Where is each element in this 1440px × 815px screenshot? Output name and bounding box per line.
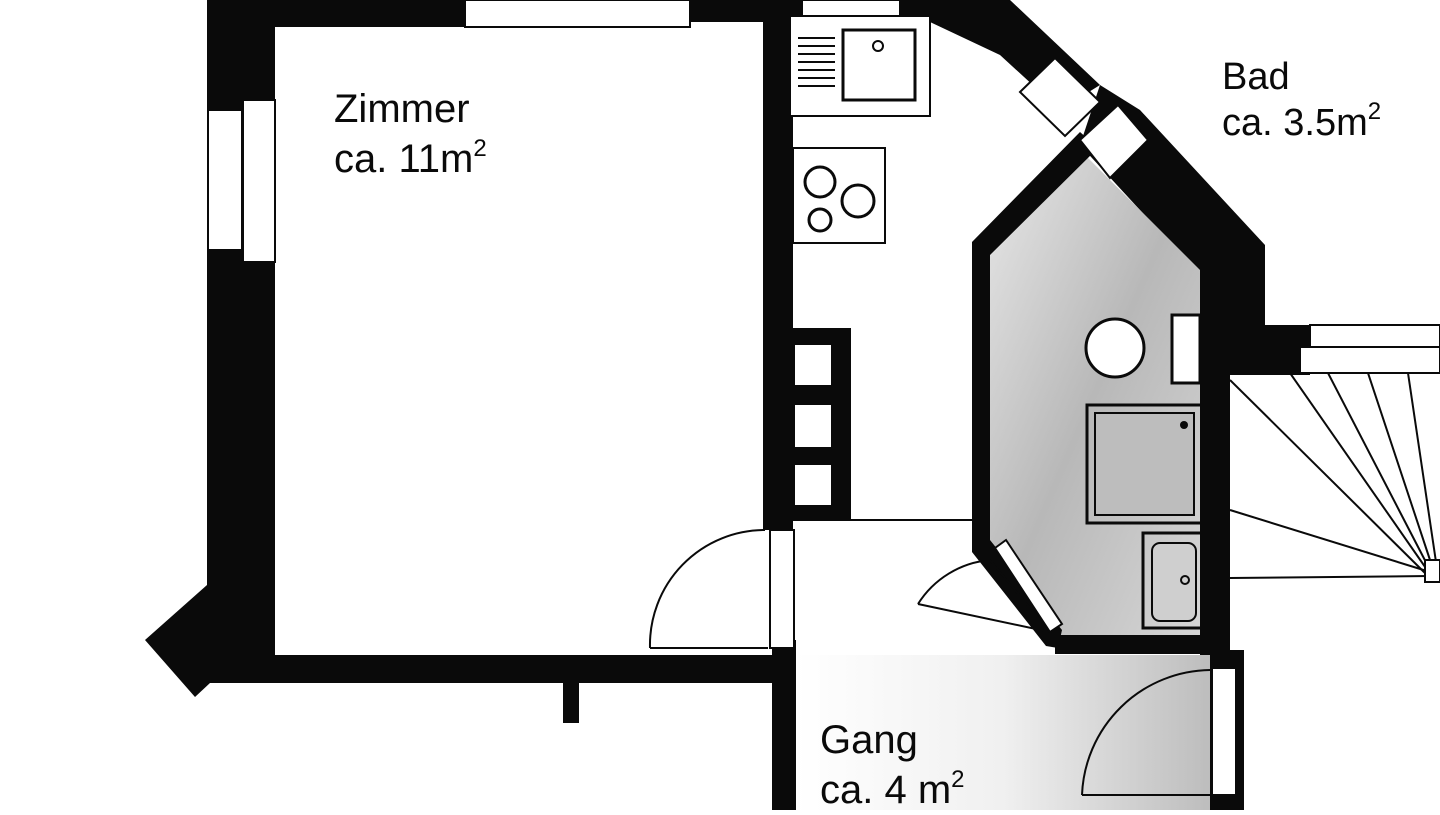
window-left	[207, 99, 276, 263]
zimmer-floor	[275, 27, 763, 655]
room-name-zimmer: Zimmer	[334, 87, 470, 131]
room-name-gang: Gang	[820, 718, 918, 762]
room-area-zimmer: ca. 11m2	[334, 135, 487, 182]
washbasin	[1141, 531, 1205, 630]
stove	[792, 147, 886, 244]
room-label-gang: Gang ca. 4 m2	[820, 715, 965, 815]
door-zimmer	[648, 529, 795, 649]
wall-stair-stub	[1230, 325, 1310, 375]
window-bad	[1018, 56, 1150, 180]
sink-counter	[789, 15, 931, 117]
shower-tray	[1085, 403, 1204, 525]
gang-floor	[796, 655, 1210, 810]
room-area-bad: ca. 3.5m2	[1222, 98, 1382, 145]
wall-bad-right	[1200, 275, 1230, 655]
door-bad	[917, 538, 1064, 634]
room-label-bad: Bad ca. 3.5m2	[1222, 54, 1381, 146]
door-gang	[1081, 667, 1237, 796]
wall-stub	[563, 683, 579, 723]
room-label-zimmer: Zimmer ca. 11m2	[334, 84, 487, 184]
window-top-zimmer	[464, 0, 691, 28]
wall-zimmer-kitchen	[763, 10, 793, 530]
wall-gang-left	[772, 640, 796, 810]
shelf-unit	[795, 345, 831, 505]
staircase	[1229, 324, 1440, 583]
wall-zimmer-bottom	[207, 655, 797, 683]
wall-bad-bottom	[1055, 632, 1230, 654]
wall-left	[207, 0, 275, 610]
room-name-bad: Bad	[1222, 56, 1290, 98]
room-area-gang: ca. 4 m2	[820, 766, 965, 813]
toilet	[1084, 313, 1202, 385]
